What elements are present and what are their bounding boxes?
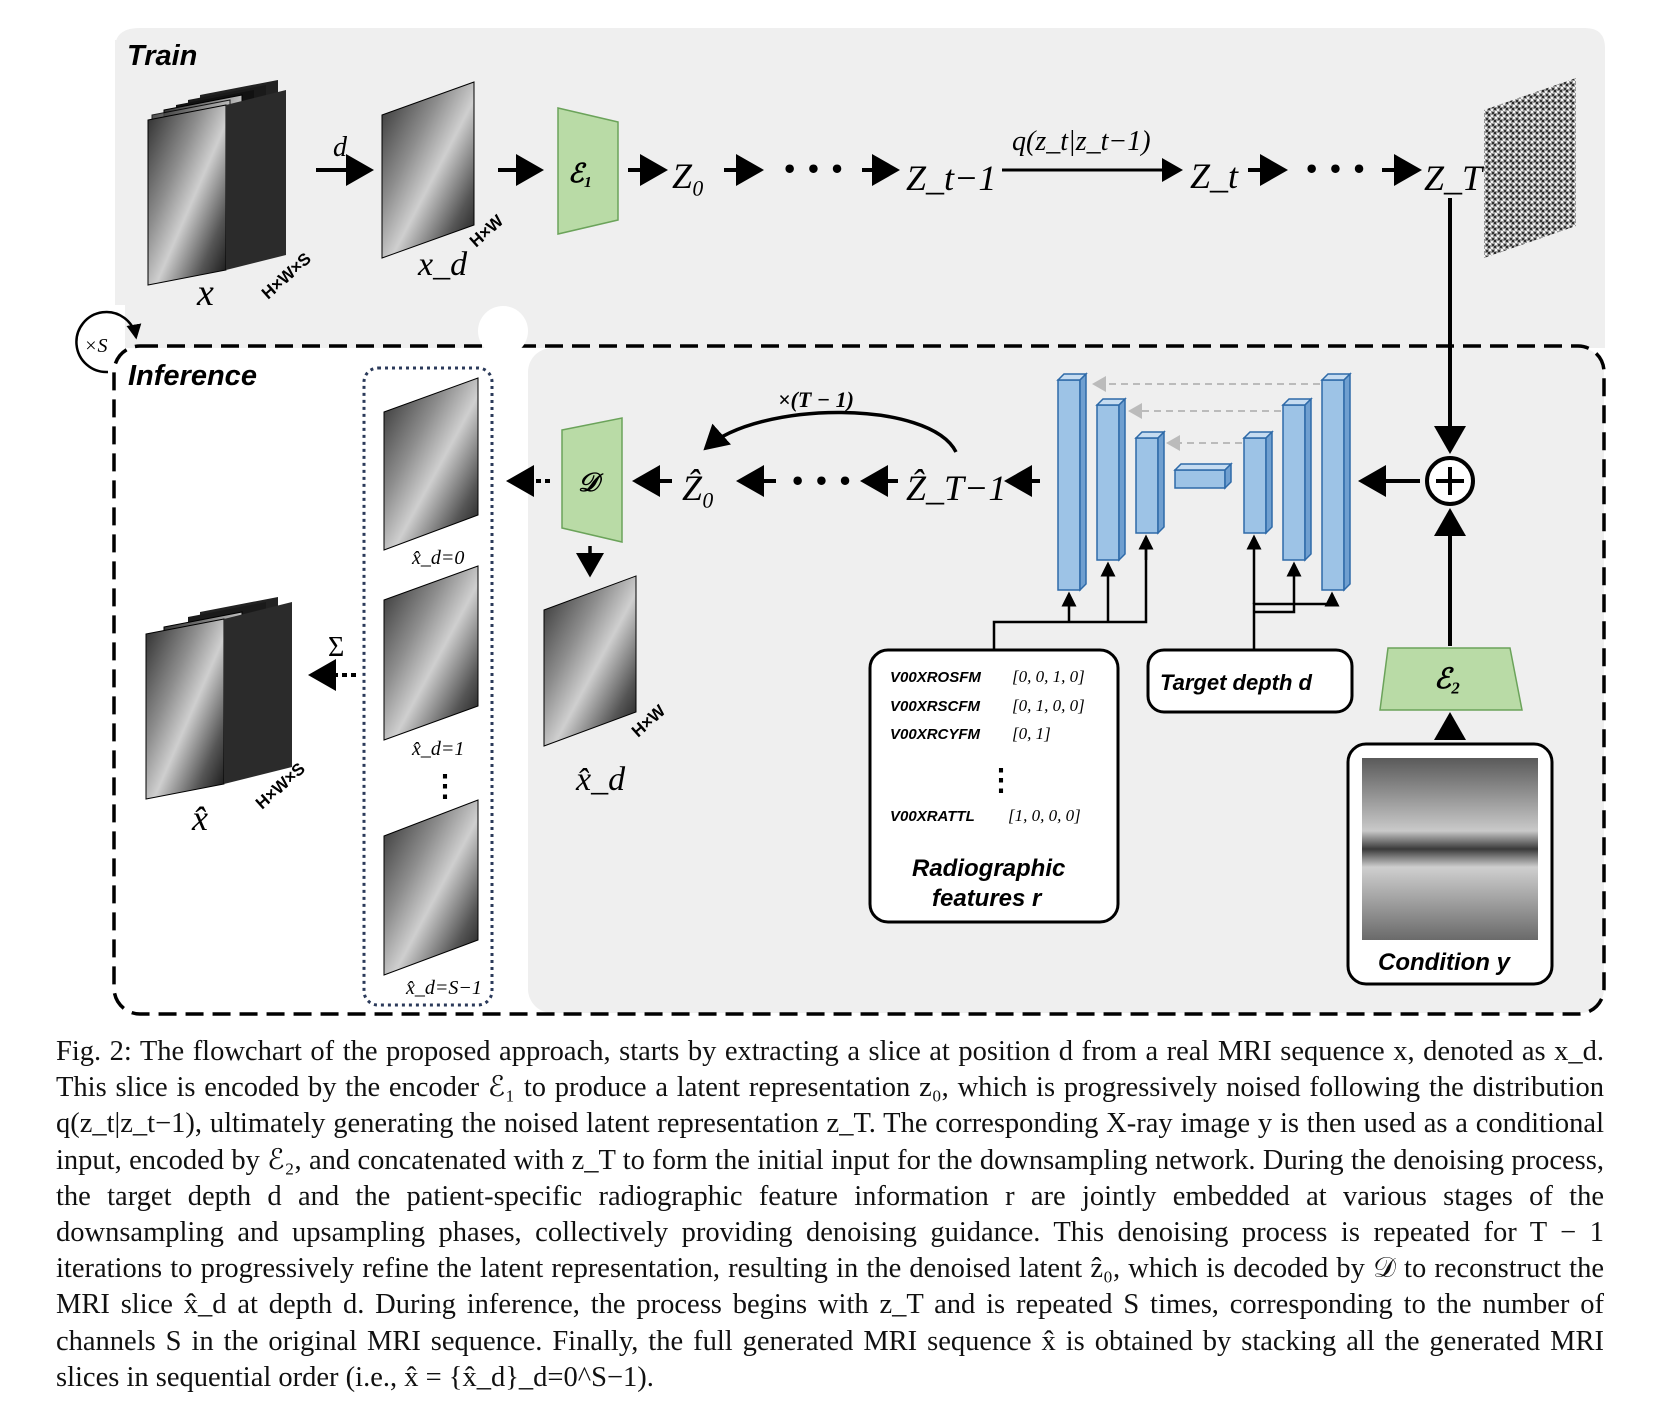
- svg-text:V00XROSFM: V00XROSFM: [890, 669, 981, 686]
- mri-slice-xdhat: [543, 575, 637, 747]
- inference-panel-border: [112, 344, 1606, 1016]
- radiographic-title-1: Radiographic: [912, 855, 1065, 882]
- z0hat-label: Ẑ₀: [682, 468, 715, 508]
- z0-label: Z₀: [672, 156, 705, 196]
- q-label: q(z_t|z_t−1): [1012, 126, 1151, 157]
- svg-text:ℰ₁: ℰ₁: [568, 159, 593, 188]
- train-panel: [115, 28, 1605, 348]
- zT-label: Z_T: [1424, 158, 1485, 198]
- xd-label: x_d: [417, 246, 468, 283]
- condition-label: Condition y: [1378, 949, 1512, 976]
- slice-s1: [383, 799, 479, 976]
- svg-text:[0, 1]: [0, 1]: [1012, 724, 1051, 743]
- encoder-e2: [1379, 647, 1523, 711]
- svg-text:V00XRATTL: V00XRATTL: [890, 808, 975, 825]
- svg-text:⋮: ⋮: [430, 769, 460, 804]
- loop-arrow: [703, 410, 958, 453]
- slice-s1-label: x̂_d=S−1: [405, 977, 482, 999]
- inference-title: Inference: [128, 360, 257, 392]
- decoder: [561, 417, 623, 543]
- zT1hat-label: Ẑ_T−1: [906, 468, 1006, 508]
- xray-image: [1362, 758, 1538, 940]
- repeat-icon: ×S: [75, 310, 142, 374]
- radiographic-title-2: features r: [932, 885, 1043, 912]
- svg-text:ℰ₂: ℰ₂: [1434, 664, 1461, 695]
- slice-1-label: x̂_d=1: [411, 738, 464, 760]
- figure-caption: Fig. 2: The flowchart of the proposed ap…: [56, 1036, 1604, 1393]
- train-title: Train: [127, 40, 197, 72]
- svg-text:V00XRSCFM: V00XRSCFM: [890, 698, 981, 715]
- svg-text:V00XRCYFM: V00XRCYFM: [890, 726, 981, 743]
- slice-0-label: x̂_d=0: [411, 547, 464, 569]
- x-label: x: [196, 272, 214, 314]
- train-ellipsis-1: • • •: [782, 155, 845, 184]
- train-ellipsis-2: • • •: [1304, 155, 1367, 184]
- svg-text:×S: ×S: [84, 335, 108, 357]
- zt-label: Z_t: [1190, 156, 1239, 196]
- d-label: d: [333, 132, 348, 163]
- target-depth-label: Target depth d: [1160, 670, 1313, 695]
- zt1-label: Z_t−1: [906, 158, 996, 198]
- svg-text:[0, 1, 0, 0]: [0, 1, 0, 0]: [1012, 696, 1085, 715]
- flowchart-figure: Train Inference ×S H×W×S x d H×W x_d ℰ₁ …: [75, 28, 1606, 1016]
- target-depth-box: [1146, 648, 1354, 714]
- encoder-e1: [557, 107, 619, 235]
- xhat-label: x̂: [191, 798, 208, 838]
- mri-slice-xd: [381, 81, 475, 259]
- slice-1: [383, 565, 479, 741]
- mri-volume-xhat: [145, 597, 292, 800]
- svg-text:[1, 0, 0, 0]: [1, 0, 0, 0]: [1008, 806, 1081, 825]
- inference-ellipsis: • • •: [790, 467, 853, 496]
- loop-label: ×(T − 1): [778, 387, 854, 412]
- radiographic-features-box: [868, 648, 1120, 924]
- unet: [1056, 372, 1352, 592]
- radiographic-rows: V00XROSFM [0, 0, 1, 0] V00XRSCFM [0, 1, …: [890, 667, 1085, 825]
- xdhat-label: x̂_d: [575, 761, 626, 798]
- svg-text:[0, 0, 1, 0]: [0, 0, 1, 0]: [1012, 667, 1085, 686]
- svg-text:⋮: ⋮: [986, 763, 1016, 798]
- mri-volume-x: [147, 80, 286, 286]
- sum-label: Σ: [328, 632, 344, 663]
- generated-slices-box: [362, 366, 494, 1007]
- slice-0: [383, 377, 479, 551]
- noise-image: [1484, 78, 1576, 258]
